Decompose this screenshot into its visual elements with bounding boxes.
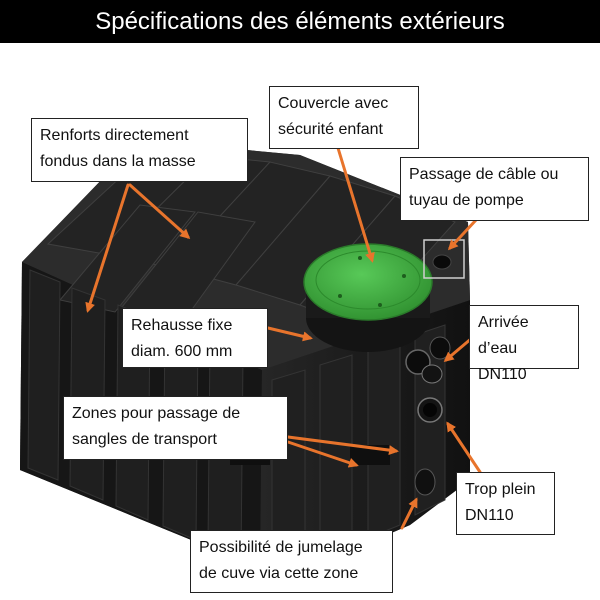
- arrow-passage-cable: [447, 218, 478, 251]
- cable-passage: [423, 239, 465, 279]
- label-arrivee: Arrivée d’eau DN110: [469, 305, 579, 383]
- label-jumelage: Possibilité de jumelage de cuve via cett…: [190, 530, 393, 593]
- arrow-jumelage: [400, 497, 418, 530]
- page-title: Spécifications des éléments extérieurs: [0, 0, 600, 43]
- arrow-trop-plein: [446, 421, 482, 474]
- lid: [303, 243, 433, 321]
- arrow-couvercle: [336, 146, 375, 263]
- arrow-renforts-1: [128, 183, 191, 240]
- arrow-renforts-2: [85, 183, 130, 313]
- coupling-port: [414, 468, 436, 496]
- label-couvercle: Couvercle avec sécurité enfant: [269, 86, 419, 149]
- arrow-zones-1: [286, 435, 399, 456]
- arrow-rehausse: [266, 326, 313, 342]
- arrow-zones-2: [286, 440, 359, 468]
- label-rehausse: Rehausse fixe diam. 600 mm: [122, 308, 268, 368]
- arrow-arrivee: [443, 336, 474, 362]
- label-passage-cable: Passage de câble ou tuyau de pompe: [400, 157, 589, 221]
- overflow-pipe: [417, 397, 443, 423]
- label-zones-sangles: Zones pour passage de sangles de transpo…: [63, 396, 288, 460]
- label-renforts: Renforts directement fondus dans la mass…: [31, 118, 248, 182]
- label-trop-plein: Trop plein DN110: [456, 472, 555, 535]
